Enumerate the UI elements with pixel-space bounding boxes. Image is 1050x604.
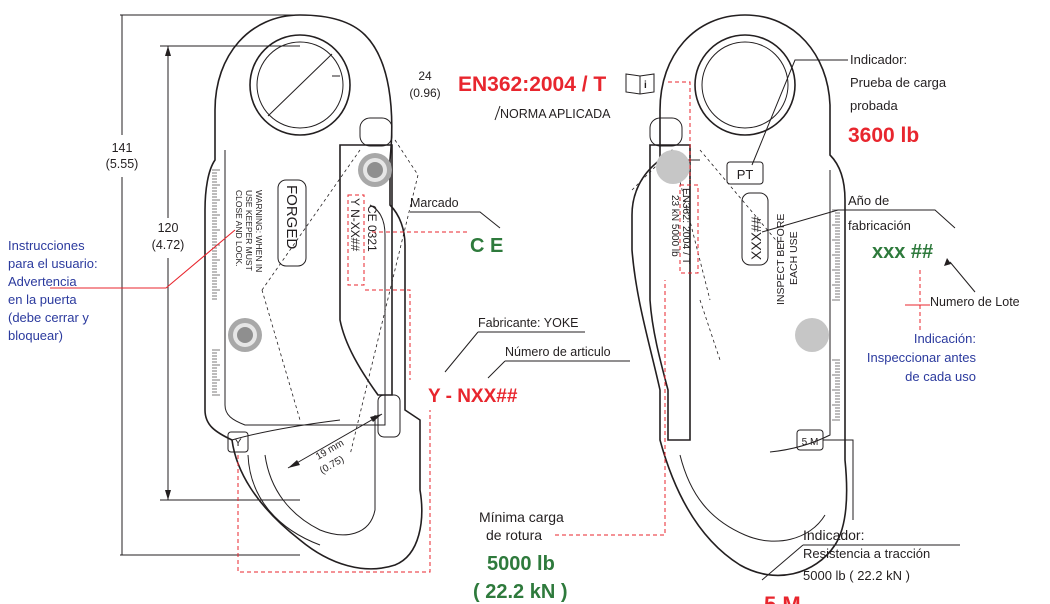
resist-value: 5 M bbox=[764, 592, 801, 604]
ano-line1: Año de bbox=[848, 193, 889, 208]
instrucciones-line5: (debe cerrar y bbox=[8, 310, 89, 325]
numero-lote-label: Numero de Lote bbox=[930, 295, 1020, 309]
forged-stamp: FORGED bbox=[283, 185, 300, 249]
marker-dot bbox=[656, 150, 690, 184]
instrucciones-line2: para el usuario: bbox=[8, 256, 98, 271]
warning-stamp-line1: WARNING: WHEN IN bbox=[254, 190, 264, 272]
rivet-icon bbox=[228, 318, 262, 352]
svg-text:i: i bbox=[644, 80, 647, 91]
inspect-stamp-line1: INSPECT BEFORE bbox=[775, 214, 787, 305]
prueba-line3: probada bbox=[850, 98, 898, 113]
norma-label: NORMA APLICADA bbox=[500, 107, 611, 121]
resist-line3: 5000 lb ( 22.2 kN ) bbox=[803, 568, 910, 583]
resist-line2: Resistencia a tracción bbox=[803, 546, 930, 561]
scale-ticks bbox=[212, 169, 220, 396]
minima-line1: Mínima carga bbox=[479, 509, 564, 525]
ce-stamp: CE 0321 bbox=[365, 205, 379, 252]
right-hook-drawing bbox=[631, 14, 848, 577]
total-length-in: (5.55) bbox=[106, 157, 139, 171]
ano-value: xxx ## bbox=[872, 241, 933, 263]
warning-stamp-line2: USE KEEPER MUST bbox=[244, 190, 254, 271]
y-badge: Y bbox=[234, 437, 242, 449]
resistencia-annotation: Indicador: Resistencia a tracción 5000 l… bbox=[761, 439, 960, 604]
prueba-line1: Indicador: bbox=[850, 52, 907, 67]
ano-line2: fabricación bbox=[848, 218, 911, 233]
indicacion-annotation: Indicación: Inspeccionar antes de cada u… bbox=[867, 331, 977, 384]
rating-stamp: 23 kN 5000 lb bbox=[669, 195, 680, 257]
norma-title: EN362:2004 / T bbox=[458, 73, 606, 96]
instrucciones-line6: bloquear) bbox=[8, 328, 63, 343]
norma-annotation: EN362:2004 / T i NORMA APLICADA bbox=[458, 73, 691, 180]
instrucciones-line1: Instrucciones bbox=[8, 238, 85, 253]
marcado-label: Marcado bbox=[410, 196, 459, 210]
marker-dot bbox=[795, 318, 829, 352]
rivet-icon bbox=[358, 153, 392, 187]
minima-line2: de rotura bbox=[486, 527, 542, 543]
inner-length-in: (4.72) bbox=[152, 238, 185, 252]
model-stamp: Y N-XX## bbox=[348, 198, 362, 251]
eye-diameter-mm: 24 bbox=[418, 69, 432, 83]
minima-kn: ( 22.2 kN ) bbox=[473, 581, 567, 603]
instrucciones-line4: en la puerta bbox=[8, 292, 77, 307]
prueba-line2: Prueba de carga bbox=[850, 75, 947, 90]
ce-mark: C E bbox=[470, 235, 503, 257]
fabricante-label: Fabricante: YOKE bbox=[478, 316, 579, 330]
inspect-stamp-line2: EACH USE bbox=[788, 231, 800, 285]
marcado-annotation: Marcado C E bbox=[372, 196, 503, 257]
standard-stamp: EN362: 2004 / T bbox=[680, 188, 692, 265]
gate-badge: 5 M bbox=[802, 437, 819, 448]
resist-line1: Indicador: bbox=[803, 527, 864, 543]
minima-lb: 5000 lb bbox=[487, 553, 555, 575]
fabricante-annotation: Fabricante: YOKE Número de articulo Y - … bbox=[237, 289, 630, 573]
left-hook-drawing bbox=[204, 14, 423, 570]
eye-diameter-in: (0.96) bbox=[409, 86, 440, 100]
prueba-value: 3600 lb bbox=[848, 124, 919, 147]
pt-badge: PT bbox=[737, 167, 754, 182]
ano-annotation: Año de fabricación xxx ## Numero de Lote bbox=[761, 193, 1020, 330]
lot-stamp: XXX## bbox=[748, 216, 764, 260]
numero-articulo-label: Número de articulo bbox=[505, 345, 611, 359]
dimension-lines bbox=[120, 14, 383, 556]
indicacion-line2: Inspeccionar antes bbox=[867, 350, 977, 365]
instrucciones-line3: Advertencia bbox=[8, 274, 77, 289]
total-length-mm: 141 bbox=[112, 141, 133, 155]
prueba-annotation: Indicador: Prueba de carga probada 3600 … bbox=[751, 52, 947, 166]
instrucciones-annotation: Instrucciones para el usuario: Advertenc… bbox=[8, 229, 236, 343]
indicacion-line1: Indicación: bbox=[914, 331, 976, 346]
warning-stamp-line3: CLOSE AND LOCK. bbox=[234, 190, 244, 267]
indicacion-line3: de cada uso bbox=[905, 369, 976, 384]
scale-ticks bbox=[832, 209, 840, 421]
inner-length-mm: 120 bbox=[158, 221, 179, 235]
articulo-code: Y - NXX## bbox=[428, 386, 518, 407]
minima-annotation: Mínima carga de rotura 5000 lb ( 22.2 kN… bbox=[473, 280, 666, 603]
manual-icon: i bbox=[625, 73, 655, 95]
